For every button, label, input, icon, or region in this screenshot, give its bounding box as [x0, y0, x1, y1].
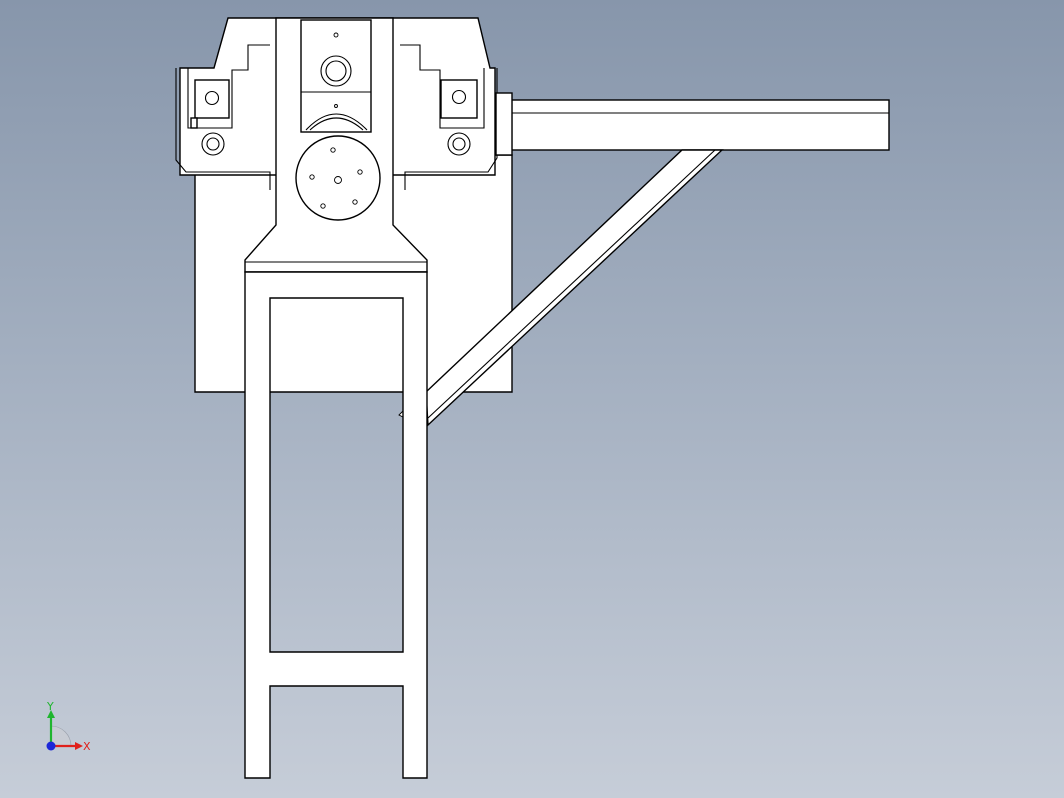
flange-center-hole — [334, 176, 342, 184]
flange-hole-4 — [320, 203, 326, 209]
left-bracket-step — [175, 68, 271, 190]
x-axis-arrow — [75, 742, 83, 750]
top-screw-inner — [325, 60, 347, 82]
arm-mount-block — [495, 92, 513, 156]
z-axis-dot — [46, 741, 56, 751]
flange-hole-2 — [357, 169, 363, 175]
x-axis-label: X — [83, 740, 91, 753]
mid-pin — [334, 104, 338, 108]
left-lower-bolt-inner — [206, 137, 220, 151]
right-bracket-inner — [400, 44, 485, 129]
diagonal-brace[interactable] — [425, 149, 724, 427]
bearing-arc-outer — [305, 113, 368, 131]
left-clip — [190, 117, 198, 129]
horizontal-arm[interactable] — [495, 99, 890, 151]
right-lower-bolt-inner — [452, 137, 466, 151]
flange-hole-5 — [309, 174, 315, 180]
brace-edge — [427, 149, 716, 419]
bearing-arc-inner — [309, 117, 364, 131]
coordinate-triad: Y X — [46, 700, 91, 753]
flange-hole-1 — [330, 147, 336, 153]
left-upper-bolt — [204, 90, 220, 106]
left-bracket-inner — [187, 44, 270, 129]
flange-hole-3 — [352, 199, 358, 205]
top-pin — [333, 32, 339, 38]
right-upper-bolt — [451, 89, 467, 105]
y-axis-arrow — [47, 710, 55, 718]
y-axis-label: Y — [46, 700, 54, 713]
